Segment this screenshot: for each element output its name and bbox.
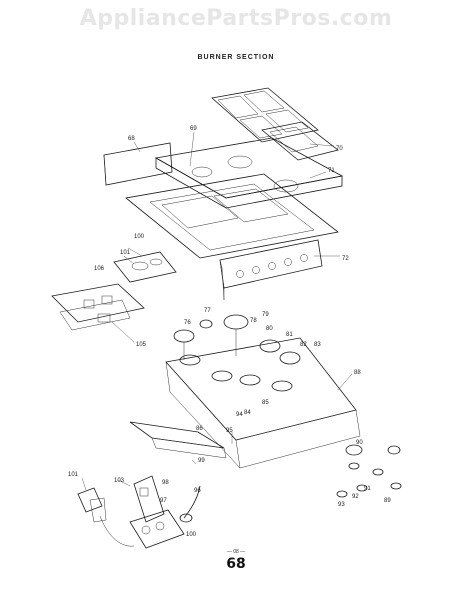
label-83: 83	[314, 342, 321, 348]
label-71: 71	[328, 168, 335, 174]
surface-burners	[173, 314, 301, 392]
label-79: 79	[262, 312, 269, 318]
side-panel	[103, 142, 173, 186]
label-100-lower: 99	[198, 458, 205, 464]
leader-lines	[81, 131, 353, 491]
burner-grates	[211, 87, 339, 161]
manifold-panel	[219, 239, 323, 301]
label-97: 96	[194, 488, 201, 494]
section-title: BURNER SECTION	[197, 54, 275, 61]
label-78: 78	[250, 318, 257, 324]
label-93: 93	[338, 502, 345, 508]
label-90: 90	[356, 440, 363, 446]
cooktop-main-top	[154, 137, 344, 209]
page-dash: — 08 —	[226, 549, 246, 555]
burner-box	[165, 337, 361, 469]
bracket-strip	[129, 421, 227, 459]
label-80: 80	[266, 326, 273, 332]
label-95: 95	[226, 428, 233, 434]
label-89: 89	[384, 498, 391, 504]
label-88: 88	[354, 370, 361, 376]
regulator-assembly	[77, 475, 201, 549]
label-101: 101	[120, 250, 131, 256]
label-76: 76	[184, 320, 191, 326]
label-68: 68	[128, 136, 135, 142]
label-104: 103	[114, 478, 125, 484]
label-69: 69	[190, 126, 197, 132]
control-knobs	[336, 444, 402, 498]
label-70: 70	[336, 146, 343, 152]
label-94: 94	[236, 412, 243, 418]
label-84: 84	[244, 410, 251, 416]
label-85: 85	[262, 400, 269, 406]
label-98: 97	[160, 498, 167, 504]
page-number: 68	[226, 556, 246, 572]
label-106: 106	[94, 266, 105, 272]
watermark: AppliancePartsPros.com	[79, 6, 393, 31]
left-valve-assembly	[51, 251, 177, 331]
label-82: 82	[300, 342, 307, 348]
part-labels: 68 69 70 71 72 100 101 106 105 76 77 78 …	[68, 126, 391, 538]
label-81: 81	[286, 332, 293, 338]
label-102: 101	[68, 472, 79, 478]
cooktop-frame	[125, 173, 339, 259]
label-91: 91	[364, 486, 371, 492]
label-101-lower: 100	[186, 532, 197, 538]
label-92: 92	[352, 494, 359, 500]
label-72: 72	[342, 256, 349, 262]
label-100: 100	[134, 234, 145, 240]
label-86: 86	[196, 426, 203, 432]
label-105: 105	[136, 342, 147, 348]
label-77: 77	[204, 308, 211, 314]
label-99: 98	[162, 480, 169, 486]
